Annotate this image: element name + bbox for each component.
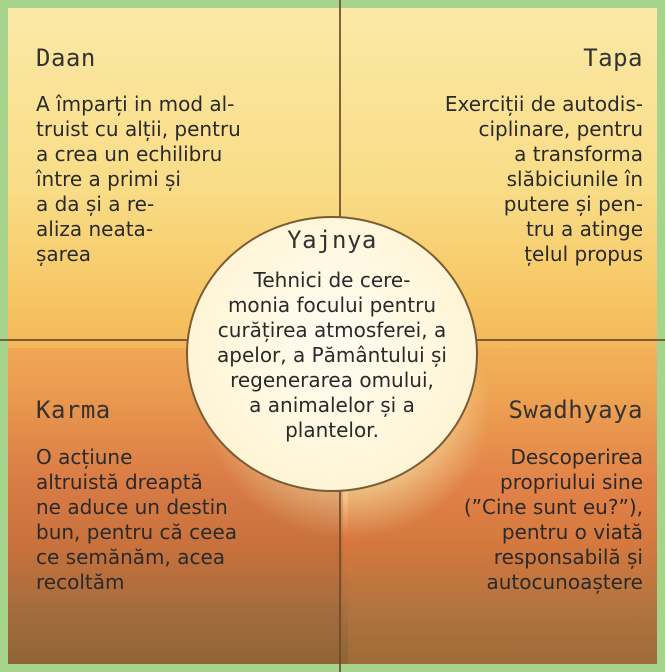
swadhyaya-line: responsabilă și [493,545,643,569]
daan-line: între a primi și [36,167,181,191]
karma-line: bun, pentru că ceea [36,520,238,544]
tapa-line: a transforma [514,142,643,166]
yajnya-circle [186,216,478,492]
yajnya-line: apelor, a Pământului și [217,343,447,367]
tapa-line: țelul propus [524,242,643,266]
swadhyaya-line: (”Cine sunt eu?”), [463,495,643,519]
yajnya-text: Tehnici de cere- monia focului pentru cu… [186,268,478,443]
daan-text: A împarți in mod al- truist cu alții, pe… [36,92,241,267]
tapa-title: Tapa [583,44,643,72]
yajnya-title: Yajnya [287,226,377,254]
daan-line: a da și a re- [36,192,155,216]
karma-text: O acțiune altruistă dreaptă ne aduce un … [36,445,237,595]
swadhyaya-line: Descoperirea [510,445,643,469]
karma-line: ne aduce un destin [36,495,228,519]
yajnya-line: monia focului pentru [227,293,437,317]
karma-line: altruistă dreaptă [36,470,203,494]
daan-line: șarea [36,242,92,266]
tapa-line: Exerciții de autodis- [444,92,643,116]
yajnya-line: plantelor. [285,418,379,442]
daan-line: truist cu alții, pentru [36,117,241,141]
swadhyaya-text: Descoperirea propriului sine (”Cine sunt… [464,445,643,595]
swadhyaya-line: pentru o viată [501,520,643,544]
tapa-line: putere și pen- [503,192,643,216]
daan-line: aliza neata- [36,217,154,241]
karma-line: O acțiune [36,445,133,469]
swadhyaya-title: Swadhyaya [508,396,643,424]
yajnya-line: curățirea atmosferei, a [217,318,447,342]
daan-title: Daan [36,44,96,72]
karma-line: recoltăm [36,570,125,594]
yajnya-line: Tehnici de cere- [253,268,411,292]
karma-title: Karma [36,396,111,424]
karma-line: ce semănăm, acea [36,545,226,569]
tapa-line: ciplinare, pentru [478,117,643,141]
tapa-text: Exerciții de autodis- ciplinare, pentru … [445,92,643,267]
swadhyaya-line: autocunoaștere [486,570,643,594]
tapa-line: slăbiciunile în [506,167,643,191]
swadhyaya-line: propriului sine [500,470,643,494]
daan-line: A împarți in mod al- [36,92,235,116]
yajnya-line: regenerarea omului, [230,368,434,392]
tapa-line: tru a atinge [525,217,643,241]
daan-line: a crea un echilibru [36,142,223,166]
yajnya-line: a animalelor și a [249,393,415,417]
